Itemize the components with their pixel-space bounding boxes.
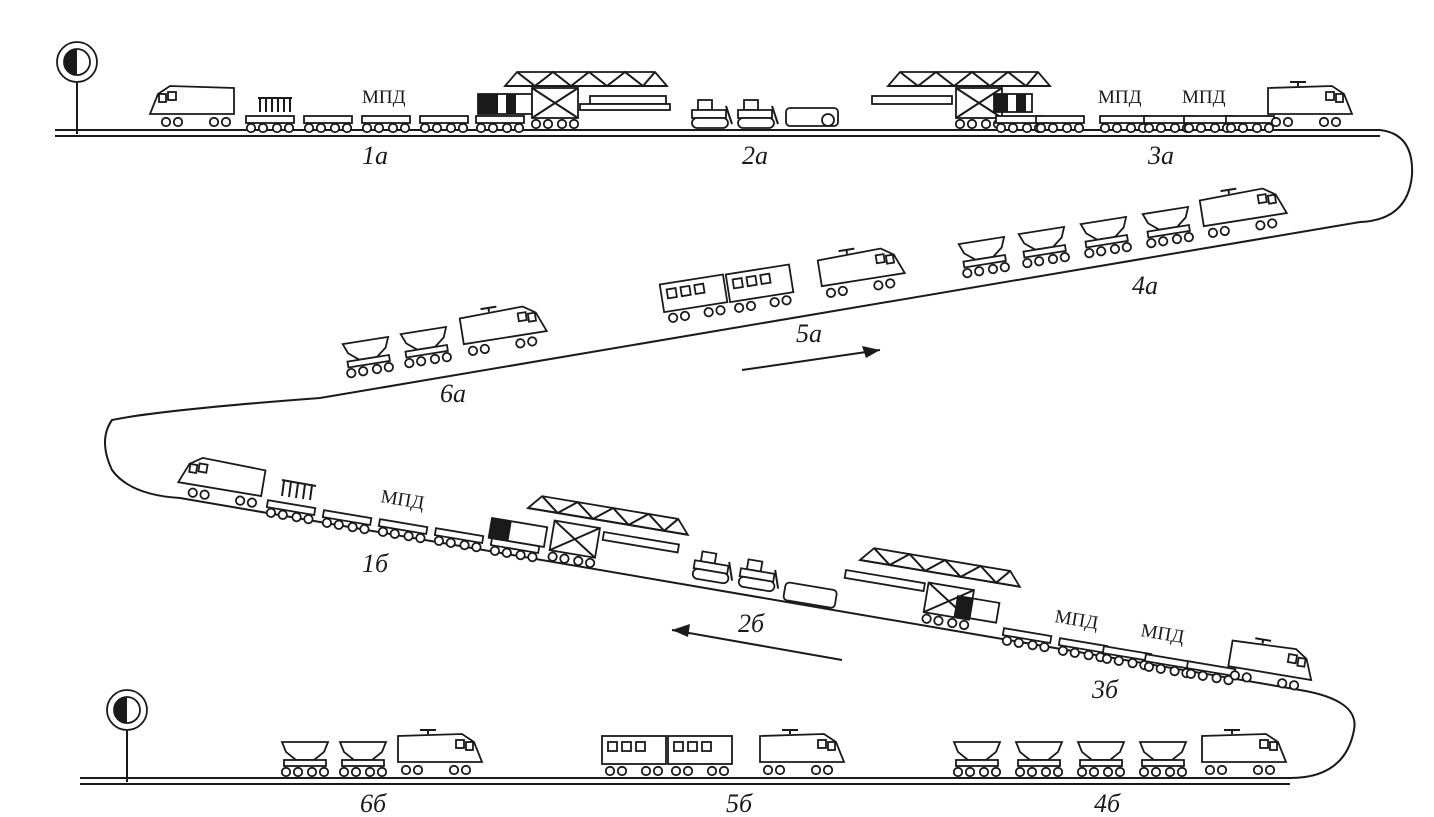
direction-arrow-left bbox=[671, 629, 843, 661]
locomotive-icon bbox=[150, 86, 234, 126]
label-5a: 5a bbox=[796, 319, 822, 348]
label-6a: 6a bbox=[440, 379, 466, 408]
row-5b-train bbox=[602, 730, 844, 775]
row-a-trains bbox=[150, 71, 1352, 132]
signal-icon-bottom bbox=[106, 689, 148, 783]
track-line bbox=[55, 129, 1414, 779]
row-6a-train bbox=[342, 299, 548, 377]
label-1b: 1б bbox=[362, 549, 389, 578]
mpd-label-3b-1: МПД bbox=[1053, 606, 1099, 634]
row-4a-train bbox=[958, 181, 1288, 277]
label-4a: 4a bbox=[1132, 271, 1158, 300]
row-4b-train bbox=[954, 730, 1286, 776]
label-3a: 3a bbox=[1147, 141, 1174, 170]
row-5a-train bbox=[660, 241, 907, 323]
row-6b-train bbox=[282, 730, 482, 776]
direction-arrow-right bbox=[741, 349, 881, 371]
signal-icon-top bbox=[56, 41, 98, 135]
label-1a: 1a bbox=[362, 141, 388, 170]
mpd-label-3a-2: МПД bbox=[1182, 87, 1226, 108]
row-b-trains bbox=[176, 455, 1316, 693]
bridge-crane-icon bbox=[504, 71, 668, 87]
mpd-label-3b-2: МПД bbox=[1139, 620, 1185, 648]
portal-crane-icon bbox=[532, 88, 578, 128]
label-3b: 3б bbox=[1091, 675, 1119, 704]
mpd-label-1a: МПД bbox=[362, 87, 406, 108]
bulldozer-icon bbox=[691, 99, 733, 129]
label-2b: 2б bbox=[738, 609, 765, 638]
label-6b: 6б bbox=[360, 789, 387, 817]
mpd-label-1b: МПД bbox=[379, 486, 425, 514]
label-5b: 5б bbox=[726, 789, 753, 817]
label-2a: 2a bbox=[742, 141, 768, 170]
mpd-label-3a-1: МПД bbox=[1098, 87, 1142, 108]
label-4b: 4б bbox=[1094, 789, 1121, 817]
